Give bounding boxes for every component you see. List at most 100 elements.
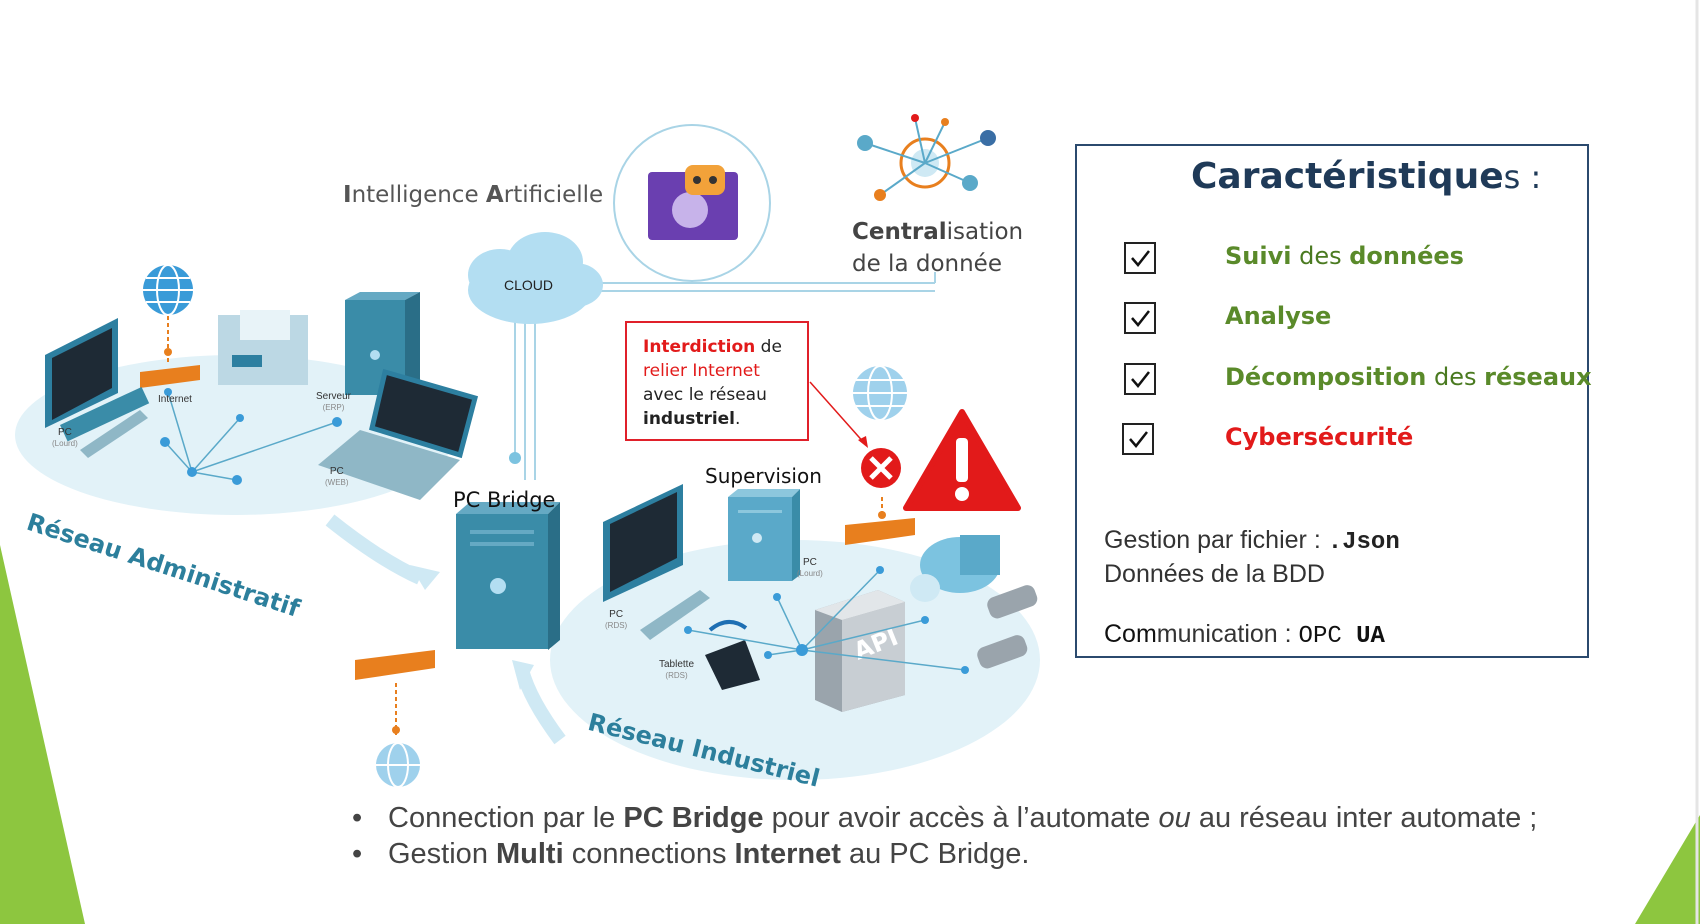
checkbox-analyse[interactable] [1124, 302, 1156, 334]
interdiction-callout: Interdiction de relier Internet avec le … [625, 321, 809, 441]
motor-icon [910, 535, 1000, 602]
bullet-item: • Connection par le PC Bridge pour avoir… [350, 800, 1537, 836]
central-bold-2: l [938, 219, 947, 245]
db-line: Données de la BDD [1104, 560, 1325, 588]
bullet-item: • Gestion Multi connections Internet au … [350, 836, 1537, 872]
interdiction-industriel: industriel [643, 409, 736, 429]
central-line2: de la donnée [852, 251, 1002, 277]
industrial-device-sub: (Lourd) [797, 569, 823, 578]
features-title-main: Caractéristique [1191, 156, 1504, 197]
feature-decomposition-label: Décomposition des réseaux [1225, 363, 1592, 391]
ai-label: Intelligence Artificielle [343, 182, 603, 208]
bullet-bold: PC Bridge [623, 802, 764, 834]
ai-label-ntelligence: ntelligence [351, 182, 486, 208]
file-label: Gestion par fichier : [1104, 526, 1328, 554]
checkmark-icon [1129, 431, 1148, 448]
admin-device-internet: Internet [158, 394, 192, 405]
bullet-list: • Connection par le PC Bridge pour avoir… [350, 800, 1537, 872]
checkmark-icon [1131, 371, 1150, 388]
feature-analyse-label: Analyse [1225, 302, 1331, 330]
network-diagram: API [15, 114, 1040, 788]
communication-line: Communication : OPC UA [1104, 620, 1385, 650]
bullet-text: au réseau inter automate ; [1190, 802, 1538, 834]
checkbox-suivi[interactable] [1124, 242, 1156, 274]
admin-device-label: PC [57, 427, 72, 438]
central-rest: isation [946, 219, 1024, 245]
laptop-icon [318, 368, 479, 500]
industrial-device-label: Tablette [659, 659, 695, 670]
industrial-device-pc-lourd: PC(Lourd) [797, 557, 823, 579]
interdiction-line3: avec le réseau [643, 385, 767, 405]
checkbox-decomposition[interactable] [1124, 363, 1156, 395]
pc-bridge-label: PC Bridge [453, 488, 556, 512]
admin-device-label: PC [329, 466, 344, 477]
admin-globe-icon [143, 264, 193, 316]
feature-part: données [1349, 242, 1464, 270]
feature-row-analyse: Analyse [1077, 302, 1587, 342]
industrial-device-sub: (RDS) [605, 621, 628, 630]
industrial-pc-icon [603, 484, 710, 640]
green-triangle-right [1635, 815, 1700, 924]
admin-device-sub: (Lourd) [52, 439, 78, 448]
actuator-icon [977, 585, 1038, 669]
features-title: Caractéristiques : [1191, 156, 1541, 197]
printer-icon [218, 310, 308, 385]
ai-label-a: A [485, 182, 504, 208]
admin-device-sub: (ERP) [322, 403, 345, 412]
feature-row-suivi: Suivi des données [1077, 242, 1587, 282]
feature-row-cybersecurite: Cybersécurité [1077, 423, 1587, 463]
robot-icon [685, 165, 725, 195]
tablet-icon [705, 620, 760, 690]
bridge-globe-icon [376, 742, 420, 788]
cloud-icon [468, 232, 603, 324]
bullet-dot: • [352, 802, 363, 834]
file-format: .Json [1327, 529, 1400, 556]
industrial-device-pc-rds: PC(RDS) [605, 609, 627, 631]
feature-suivi-label: Suivi des données [1225, 242, 1464, 270]
bridge-router-icon [355, 650, 435, 680]
bullet-bold: Internet [734, 838, 841, 870]
feature-part: des [1426, 363, 1485, 391]
admin-device-label: Serveur [316, 391, 352, 402]
comm-label-b: munication : [1156, 620, 1299, 648]
admin-device-label: Internet [158, 394, 192, 405]
feature-part: réseaux [1484, 363, 1592, 391]
feature-part: Suivi [1225, 242, 1292, 270]
feature-part: des [1291, 242, 1350, 270]
features-panel: Caractéristiques : Suivi des données Ana… [1075, 144, 1592, 658]
interdiction-red: relier Internet [643, 361, 760, 381]
ai-label-rtificielle: rtificielle [503, 182, 604, 208]
comm-value-ua: UA [1356, 623, 1385, 650]
feature-part: Décomposition [1225, 363, 1427, 391]
supervision-label: Supervision [705, 464, 822, 488]
feature-row-decomposition: Décomposition des réseaux [1077, 363, 1592, 403]
industrial-globe-icon [853, 365, 907, 421]
data-hub-icon [857, 114, 996, 201]
admin-router-icon [140, 365, 200, 388]
bullet-text: connections [563, 838, 735, 870]
arrow-to-bridge [325, 514, 423, 585]
checkmark-icon [1131, 250, 1150, 267]
industrial-device-label: PC [802, 557, 817, 568]
admin-device-sub: (WEB) [325, 478, 349, 487]
checkbox-cybersecurite[interactable] [1122, 423, 1154, 455]
ai-label-i: I [343, 182, 352, 208]
feature-part: Cyber [1225, 423, 1304, 451]
admin-device-pc-lourd: PC(Lourd) [52, 427, 78, 449]
checkmark-icon [1131, 310, 1150, 327]
interdiction-de: de [755, 337, 782, 357]
industrial-device-label: PC [609, 609, 624, 620]
bullet-text: Gestion [388, 838, 496, 870]
industrial-device-sub: (RDS) [665, 671, 688, 680]
industrial-router-icon [845, 518, 915, 545]
bullet-text: Connection par le [388, 802, 624, 834]
features-title-end: s : [1503, 158, 1542, 196]
pc-bridge-tower-icon [456, 502, 560, 650]
comm-value-opc: OPC [1298, 623, 1357, 650]
file-management-line: Gestion par fichier : .Json [1104, 526, 1400, 556]
admin-device-serveur: Serveur(ERP) [316, 391, 351, 413]
interdiction-bold: Interdiction [643, 337, 756, 357]
admin-device-pc-web: PC(WEB) [325, 466, 349, 488]
api-plc-icon [815, 590, 905, 712]
